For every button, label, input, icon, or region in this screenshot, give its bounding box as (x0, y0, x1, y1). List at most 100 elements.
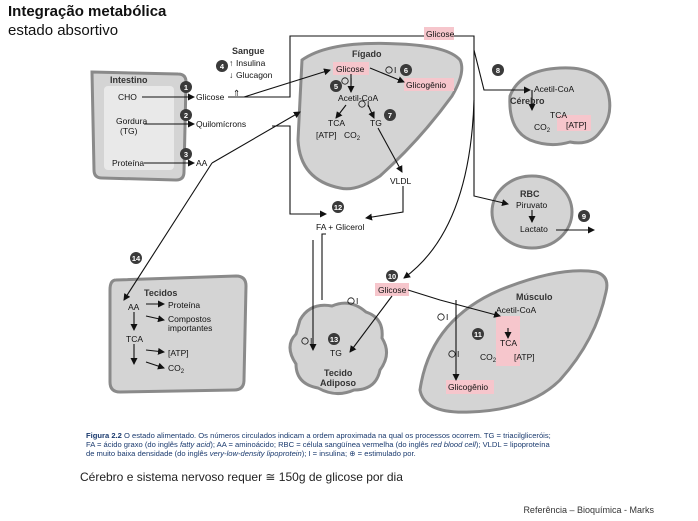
step-3: 3 (180, 148, 192, 160)
label-glicose-blood: Glicose (196, 92, 225, 102)
step-7: 7 (384, 109, 396, 121)
insulin-symbols: I I I I I I I (301, 65, 459, 359)
label-glicose-liver: Glicose (336, 64, 365, 74)
tissues-organ (108, 274, 248, 394)
svg-text:4: 4 (220, 62, 225, 71)
label-co2-tecidos: CO2 (168, 363, 185, 375)
svg-text:I: I (457, 349, 459, 359)
label-proteina-tecidos: Proteína (168, 300, 200, 310)
organ-label-rbc: RBC (520, 189, 540, 199)
label-aa: AA (196, 158, 208, 168)
step-1: 1 (180, 81, 192, 93)
organ-label-adiposo: Adiposo (320, 378, 356, 388)
label-glicose-top: Glicose (426, 29, 455, 39)
blood-arrows-icon: ⇑ (233, 88, 240, 98)
organ-label-musculo: Músculo (516, 292, 553, 302)
svg-text:I: I (356, 296, 358, 306)
label-acetil-coa-muscle: Acetil-CoA (496, 305, 536, 315)
svg-text:I: I (350, 76, 352, 86)
metabolic-diagram: Intestino Fígado Cérebro RBC Tecidos Tec… (90, 27, 612, 414)
label-atp-liver: [ATP] (316, 130, 337, 140)
label-glicogenio-muscle: Glicogênio (448, 382, 488, 392)
label-tca-tecidos: TCA (126, 334, 143, 344)
label-tca-brain: TCA (550, 110, 567, 120)
step-13: 13 (328, 333, 340, 345)
label-insulina: Insulina (236, 58, 266, 68)
step-8: 8 (492, 64, 504, 76)
label-atp-muscle: [ATP] (514, 352, 535, 362)
caption-line-2d: red blood cell (430, 440, 476, 449)
svg-text:I: I (367, 99, 369, 109)
label-tg: (TG) (120, 126, 138, 136)
glucagon-down-icon: ↓ (229, 70, 233, 80)
label-acetil-coa-liver: Acetil-CoA (338, 93, 378, 103)
glucose-requirement-note: Cérebro e sistema nervoso requer ≅ 150g … (80, 470, 403, 484)
svg-text:I: I (310, 336, 312, 346)
caption-line-2a: FA = ácido graxo (do inglês (86, 440, 180, 449)
brain-organ (508, 66, 612, 147)
organ-label-cerebro: Cérebro (510, 96, 545, 106)
caption-line-1: O estado alimentado. Os números circulad… (121, 431, 551, 440)
label-fa-glicerol: FA + Glicerol (316, 222, 365, 232)
caption-line-2c: ); AA = aminoácido; RBC = célula sangüín… (210, 440, 431, 449)
organ-label-intestino: Intestino (110, 75, 148, 85)
step-6: 6 (400, 64, 412, 76)
caption-line-2b: fatty acid (179, 440, 211, 449)
muscle-tca-highlight (496, 316, 520, 366)
step-5: 5 (330, 80, 342, 92)
intestine-organ (90, 70, 188, 182)
svg-text:6: 6 (404, 66, 408, 75)
step-11: 11 (472, 328, 484, 340)
label-acetil-coa-brain: Acetil-CoA (534, 84, 574, 94)
label-tg-liver: TG (370, 118, 382, 128)
label-co2-liver: CO2 (344, 130, 361, 142)
glucose-muscle-highlight (375, 283, 409, 296)
svg-text:2: 2 (184, 111, 188, 120)
figure-caption: Figura 2.2 O estado alimentado. Os númer… (86, 431, 626, 458)
page-subtitle: estado absortivo (8, 22, 119, 39)
label-piruvato: Piruvato (516, 200, 547, 210)
glucose-top-highlight (424, 27, 454, 40)
step-14: 14 (130, 252, 142, 264)
label-glicogenio-liver: Glicogênio (406, 80, 446, 90)
svg-text:11: 11 (474, 330, 482, 339)
label-tca-liver: TCA (328, 118, 345, 128)
caption-figure-number: Figura 2.2 (86, 431, 122, 440)
organ-label-figado: Fígado (352, 49, 382, 59)
svg-text:13: 13 (330, 335, 338, 344)
label-co2-brain: CO2 (534, 122, 551, 134)
caption-line-3c: ); I = insulina; ⊕ = estimulado por. (301, 449, 416, 458)
svg-text:7: 7 (388, 111, 392, 120)
label-aa-tecidos: AA (128, 302, 140, 312)
step-2: 2 (180, 109, 192, 121)
label-atp-tecidos: [ATP] (168, 348, 189, 358)
label-co2-muscle: CO2 (480, 352, 497, 364)
reference-text: Referência – Bioquímica - Marks (523, 505, 654, 515)
svg-text:3: 3 (184, 150, 188, 159)
label-glucagon: Glucagon (236, 70, 273, 80)
svg-text:12: 12 (334, 203, 342, 212)
label-importantes: importantes (168, 323, 212, 333)
page-title: Integração metabólica (8, 3, 167, 20)
glucose-liver-highlight (333, 62, 369, 75)
caption-line-3b: very-low-density lipoprotein (209, 449, 302, 458)
label-glicose-muscle: Glicose (378, 285, 407, 295)
insulin-up-icon: ↑ (229, 58, 233, 68)
label-lactato: Lactato (520, 224, 548, 234)
svg-text:14: 14 (132, 254, 141, 263)
svg-text:10: 10 (388, 272, 396, 281)
glycogen-liver-highlight (404, 78, 454, 91)
label-quilomicrons: Quilomícrons (196, 119, 246, 129)
svg-text:9: 9 (582, 212, 586, 221)
label-compostos: Compostos (168, 314, 211, 324)
step-12: 12 (332, 201, 344, 213)
svg-text:1: 1 (184, 83, 188, 92)
glycogen-muscle-highlight (446, 380, 494, 394)
svg-text:I: I (446, 312, 448, 322)
svg-text:5: 5 (334, 82, 338, 91)
label-tg-adiposo: TG (330, 348, 342, 358)
label-cho: CHO (118, 92, 137, 102)
brain-atp-highlight (557, 115, 591, 131)
step-10: 10 (386, 270, 398, 282)
label-tca-muscle: TCA (500, 338, 517, 348)
